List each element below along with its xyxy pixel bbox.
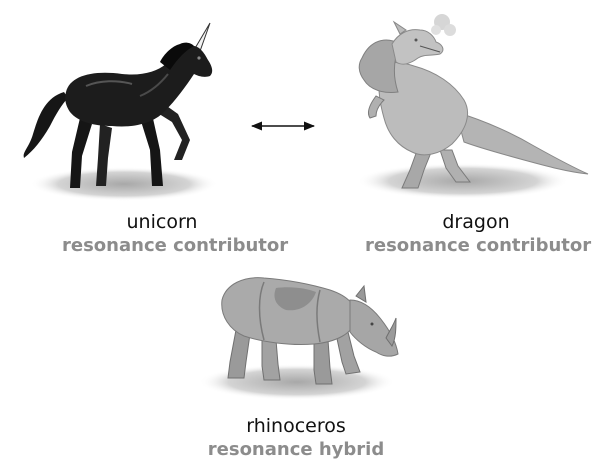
- rhinoceros-role-label: resonance hybrid: [196, 441, 396, 459]
- rhinoceros-label: rhinoceros: [196, 417, 396, 436]
- rhinoceros-shadow: [199, 364, 395, 400]
- unicorn-role-label: resonance contributor: [62, 237, 262, 255]
- unicorn-figure: [24, 23, 213, 188]
- unicorn-label: unicorn: [62, 213, 262, 232]
- unicorn-shadow: [30, 167, 218, 201]
- dragon-figure: [359, 14, 588, 188]
- unicorn-caption: unicorn resonance contributor: [62, 213, 262, 255]
- dragon-label: dragon: [365, 213, 587, 232]
- dragon-caption: dragon resonance contributor: [365, 213, 587, 255]
- dragon-role-label: resonance contributor: [365, 237, 587, 255]
- rhinoceros-caption: rhinoceros resonance hybrid: [196, 417, 396, 459]
